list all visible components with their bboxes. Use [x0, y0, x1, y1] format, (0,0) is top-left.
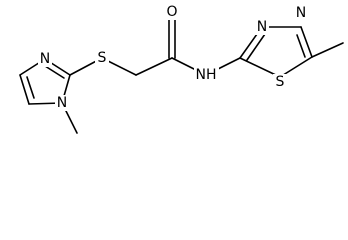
atom-labels: N N S O NH N N S	[38, 4, 308, 111]
atom-label: N	[296, 5, 306, 21]
atom-imidazole-n1: N	[55, 95, 69, 111]
bond-thiadiazole-n4-c5-inner	[296, 34, 306, 58]
atom-thioether-s: S	[95, 50, 109, 66]
bond-imidazole-n3-c2-inner	[44, 65, 65, 79]
atom-thiadiazole-n4: N	[294, 5, 308, 21]
bond-thiadiazole-c2-n3-inner	[246, 33, 266, 61]
bond-ch2-carbonyl	[135, 57, 173, 76]
atom-label: S	[98, 50, 107, 66]
atom-label: NH	[196, 67, 217, 83]
atom-label: N	[257, 19, 267, 35]
atom-label: N	[57, 95, 67, 111]
atom-label: S	[276, 74, 285, 90]
bonds	[19, 19, 344, 134]
bond-imidazole-c5-c4-inner	[26, 76, 35, 99]
atom-thiadiazole-s: S	[273, 74, 287, 90]
bond-c5-methyl	[311, 42, 344, 58]
bond-thiadiazole-c5-s1	[279, 56, 313, 78]
atom-label: N	[40, 51, 50, 67]
atom-label: O	[166, 4, 177, 20]
atom-amide-nh: NH	[194, 67, 219, 83]
atom-carbonyl-o: O	[165, 4, 179, 20]
chemical-structure-diagram: N N S O NH N N S	[19, 4, 344, 134]
atom-imidazole-n3: N	[38, 51, 52, 67]
atom-thiadiazole-n3: N	[255, 19, 269, 35]
bond-imidazole-c5-c4	[19, 74, 30, 105]
bond-thiadiazole-s1-c2	[239, 57, 281, 78]
bond-thiadiazole-n4-c5	[300, 26, 313, 58]
